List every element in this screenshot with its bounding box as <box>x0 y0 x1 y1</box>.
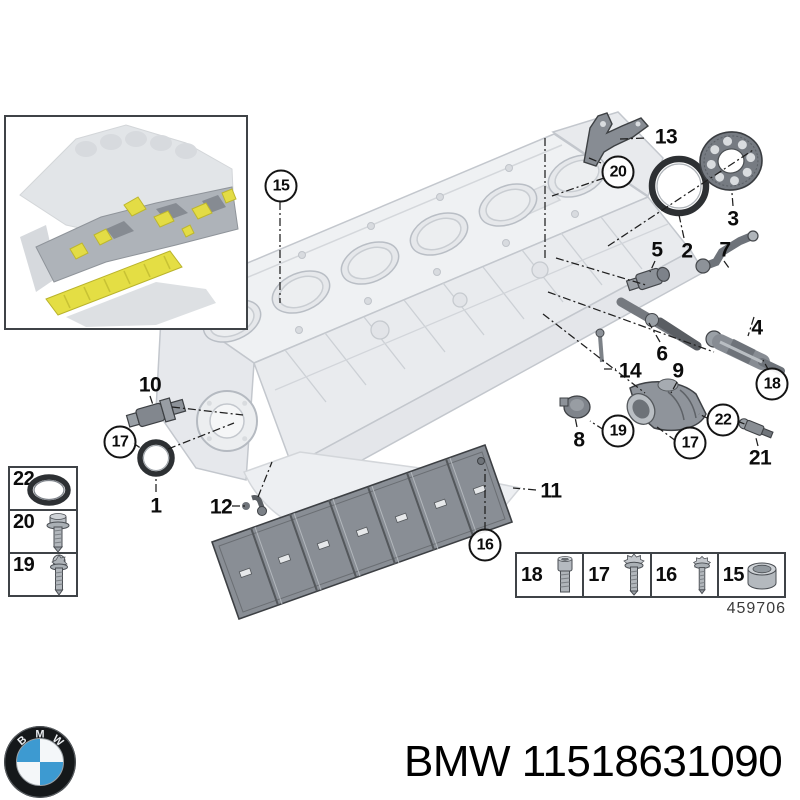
torx-flange-bolt-icon <box>692 555 711 595</box>
legend-label-18: 18 <box>521 564 543 586</box>
callout-3[interactable]: 3 <box>727 207 739 231</box>
callout-6[interactable]: 6 <box>656 342 668 366</box>
callout-14[interactable]: 14 <box>618 359 642 383</box>
engine-preview-inset[interactable] <box>4 115 248 330</box>
callout-circled-22[interactable]: 22 <box>706 403 740 437</box>
callout-circled-19[interactable]: 19 <box>601 414 635 448</box>
callout-5[interactable]: 5 <box>651 238 663 262</box>
callout-10[interactable]: 10 <box>138 373 162 397</box>
cylinder-bores <box>202 154 607 343</box>
flange-bolt-icon <box>46 512 70 553</box>
legend-left-box: 22 20 19 <box>8 466 78 597</box>
callout-circled-18[interactable]: 18 <box>755 367 789 401</box>
legend-cell-22[interactable]: 22 <box>10 468 76 511</box>
torx-flange-bolt-icon <box>622 554 645 596</box>
legend-cell-17[interactable]: 17 <box>584 554 652 596</box>
housing-part-9 <box>626 378 707 432</box>
bmw-logo: B M W <box>4 726 76 798</box>
legend-label-17: 17 <box>588 564 610 586</box>
seal-ring-part-2 <box>648 155 710 217</box>
callout-circled-20[interactable]: 20 <box>601 155 635 189</box>
bracket-part-13 <box>583 112 650 167</box>
sensor-part-10 <box>125 397 187 428</box>
seal-ring-part-1 <box>137 439 175 477</box>
legend-cell-16[interactable]: 16 <box>652 554 719 596</box>
drawing-number: 459706 <box>726 600 786 617</box>
callout-circled-17-left[interactable]: 17 <box>103 425 137 459</box>
callout-13[interactable]: 13 <box>654 125 678 149</box>
oil-baffle-plate-part-11 <box>210 443 514 621</box>
callout-21[interactable]: 21 <box>748 446 772 470</box>
callout-circled-16[interactable]: 16 <box>468 528 502 562</box>
legend-label-19: 19 <box>13 554 35 576</box>
legend-cell-15[interactable]: 15 <box>719 554 784 596</box>
legend-cell-19[interactable]: 19 <box>10 553 76 596</box>
o-ring-icon <box>27 473 71 506</box>
callout-8[interactable]: 8 <box>573 428 585 452</box>
legend-label-15: 15 <box>722 564 745 586</box>
head-bolt-holes <box>229 164 579 334</box>
callout-7[interactable]: 7 <box>719 238 731 262</box>
pipe-part-7 <box>695 230 759 274</box>
callout-12[interactable]: 12 <box>209 495 233 519</box>
callout-4[interactable]: 4 <box>751 316 763 340</box>
callout-9[interactable]: 9 <box>672 359 684 383</box>
legend-cell-20[interactable]: 20 <box>10 511 76 554</box>
legend-label-20: 20 <box>13 511 35 533</box>
svg-text:M: M <box>35 729 44 741</box>
socket-head-screw-icon <box>557 556 573 593</box>
torx-bolt-icon <box>50 553 68 596</box>
legend-label-16: 16 <box>655 564 678 586</box>
dowel-sleeve-icon <box>747 562 777 590</box>
engine-preview-rendering <box>19 124 239 327</box>
callout-2[interactable]: 2 <box>681 239 693 263</box>
sensor-part-21 <box>738 418 774 439</box>
stud-part-14 <box>595 328 605 363</box>
plug-part-8 <box>559 395 591 419</box>
side-ribs <box>274 216 669 403</box>
legend-bottom-box: 18 17 16 <box>515 552 786 598</box>
product-part-number-title: BMW 11518631090 <box>404 737 783 786</box>
crank-seal-boss <box>196 390 258 452</box>
callout-1[interactable]: 1 <box>150 494 162 518</box>
callout-circled-17-right[interactable]: 17 <box>673 426 707 460</box>
clip-part-12 <box>242 495 267 516</box>
callout-11[interactable]: 11 <box>540 479 562 503</box>
legend-cell-18[interactable]: 18 <box>517 554 585 596</box>
callout-circled-15[interactable]: 15 <box>264 169 298 203</box>
actuator-part-4 <box>705 330 785 375</box>
stud-part-6 <box>616 297 702 351</box>
